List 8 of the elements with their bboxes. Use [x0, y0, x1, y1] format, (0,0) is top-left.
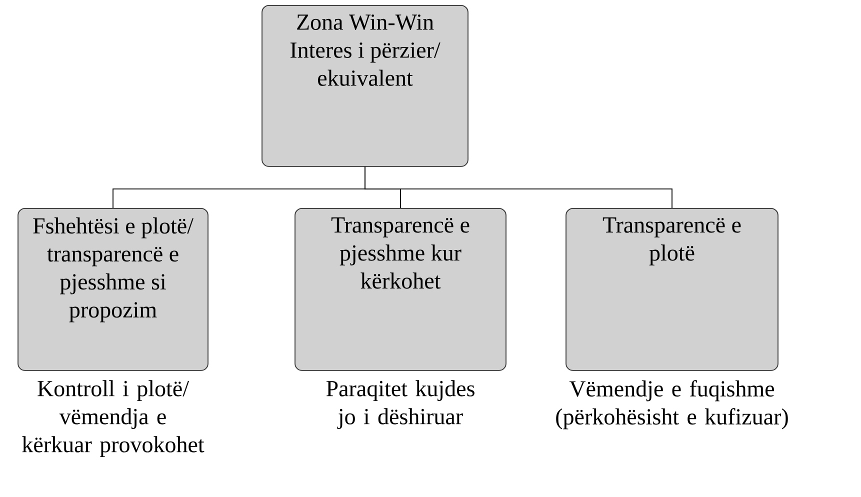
process-box: Fshehtësi e plotë/ transparencë e pjesshme si propozim — [18, 208, 208, 371]
process-box: Transparencë e plotë — [566, 208, 778, 371]
process-box: Transparencë e pjesshme kur kërkohet — [294, 208, 506, 371]
box-caption: Kontroll i plotë/ vëmendja e kërkuar provokohet — [22, 380, 204, 458]
connector-line — [364, 166, 672, 208]
box-caption: Vëmendje e fuqishme (përkohësisht e kufizuar) — [556, 380, 788, 430]
box-caption: Paraqitet kujdes jo i dëshiruar — [326, 380, 474, 430]
process-box: Zona Win-Win Interes i përzier/ ekuivalent — [262, 5, 468, 167]
